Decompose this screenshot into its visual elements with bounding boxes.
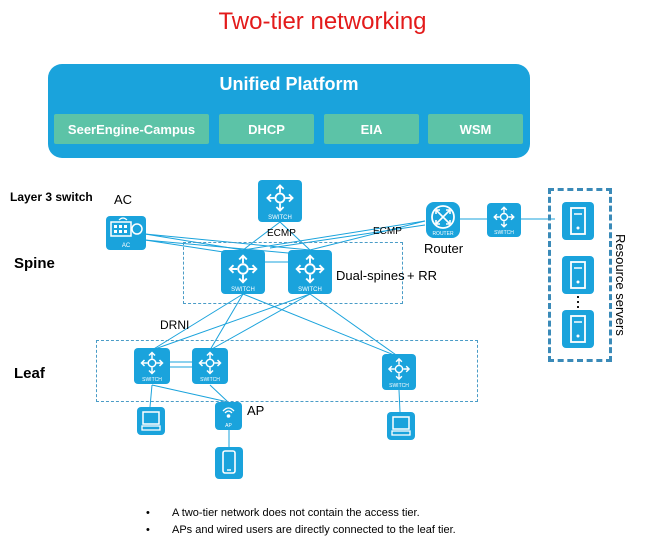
router-icon: ROUTER	[426, 202, 460, 238]
notes-list: A two-tier network does not contain the …	[146, 505, 456, 539]
module-dhcp: DHCP	[219, 114, 314, 144]
ap-caption: AP	[225, 423, 232, 429]
leaf-switch-3-icon: SWITCH	[382, 354, 416, 390]
router-caption: ROUTER	[432, 231, 454, 237]
switch-caption: SWITCH	[494, 230, 514, 236]
rr-label: + RR	[407, 268, 437, 283]
ac-label: AC	[114, 192, 133, 207]
switch-caption: SWITCH	[389, 383, 409, 389]
platform-title: Unified Platform	[219, 74, 359, 94]
ap-label: AP	[247, 403, 265, 418]
access-point-icon: AP	[215, 402, 242, 430]
wired-pc-2-icon	[387, 412, 415, 440]
server-2-icon	[562, 256, 594, 294]
note-item: A two-tier network does not contain the …	[146, 505, 456, 522]
ac-controller-icon: AC	[106, 216, 146, 250]
router-label: Router	[424, 241, 464, 256]
dual-spines-label: Dual-spines	[336, 268, 405, 283]
spine-region	[183, 242, 403, 304]
spine-switch-1-icon: SWITCH	[221, 250, 265, 294]
wired-pc-1-icon	[137, 407, 165, 435]
module-wsm: WSM	[428, 114, 523, 144]
note-item: APs and wired users are directly connect…	[146, 522, 456, 539]
server-1-icon	[562, 202, 594, 240]
resource-servers-label: Resource servers	[613, 234, 628, 336]
switch-caption: SWITCH	[268, 215, 292, 221]
ecmp-right-label: ECMP	[373, 226, 402, 237]
server-3-icon	[562, 310, 594, 348]
switch-caption: SWITCH	[231, 287, 255, 293]
core-switch-icon: SWITCH	[258, 180, 302, 222]
mobile-phone-icon	[215, 447, 243, 479]
ecmp-left-label: ECMP	[267, 228, 296, 239]
drni-label: DRNI	[160, 318, 190, 332]
ac-caption: AC	[122, 243, 131, 249]
module-seerengine-campus: SeerEngine-Campus	[54, 114, 209, 144]
page-title: Two-tier networking	[218, 8, 427, 35]
leaf-switch-1-icon: SWITCH	[134, 348, 170, 384]
switch-caption: SWITCH	[142, 377, 162, 383]
layer3-switch-label: Layer 3 switch	[10, 190, 93, 204]
module-eia: EIA	[324, 114, 419, 144]
resource-servers-region	[548, 188, 612, 362]
leaf-region	[96, 340, 478, 402]
switch-caption: SWITCH	[298, 287, 322, 293]
leaf-tier-label: Leaf	[14, 365, 45, 382]
switch-caption: SWITCH	[200, 377, 220, 383]
leaf-switch-2-icon: SWITCH	[192, 348, 228, 384]
spine-tier-label: Spine	[14, 255, 55, 272]
unified-platform-panel: Unified Platform SeerEngine-Campus DHCP …	[48, 64, 530, 158]
spine-switch-2-icon: SWITCH	[288, 250, 332, 294]
edge-switch-icon: SWITCH	[487, 203, 521, 237]
